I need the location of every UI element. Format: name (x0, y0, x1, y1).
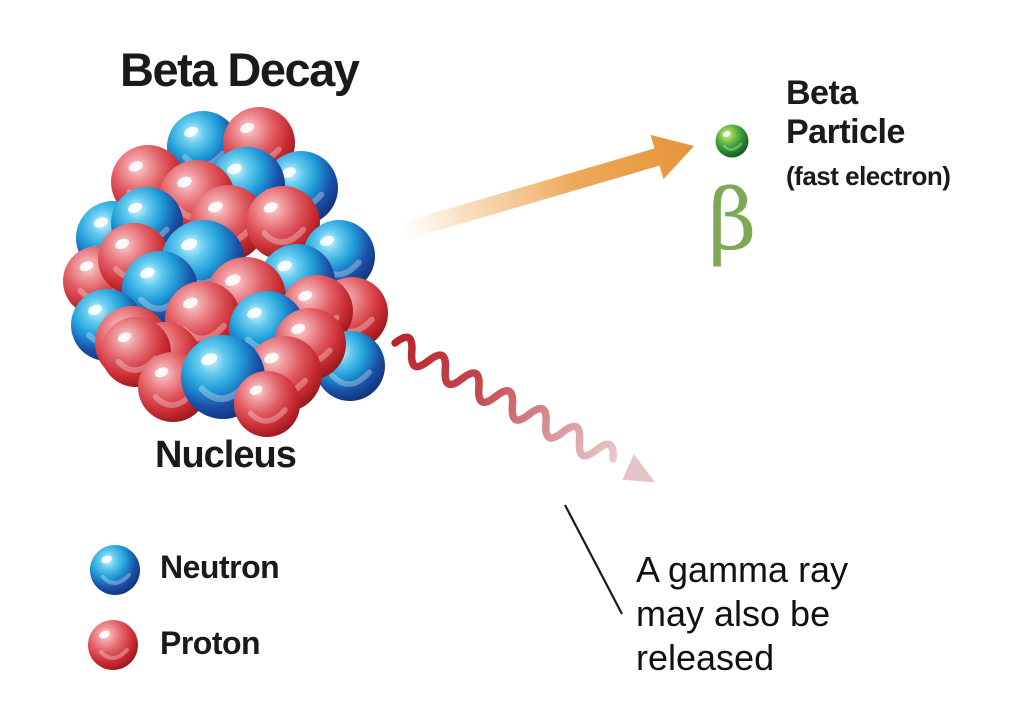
sphere-highlight (277, 260, 292, 272)
sphere-highlight (263, 202, 278, 213)
sphere-highlight (291, 323, 306, 335)
sphere-highlight (184, 126, 199, 138)
gamma-note-pointer-line (564, 504, 623, 615)
sphere-highlight (201, 353, 218, 366)
beta-symbol: β (708, 171, 757, 269)
sphere-reflection (261, 226, 307, 246)
legend-label-proton: Proton (160, 625, 261, 661)
sphere-highlight (298, 290, 313, 302)
sphere-reflection (247, 407, 288, 424)
gamma-ray-note-line2: may also be (636, 593, 831, 634)
sphere-highlight (115, 238, 130, 250)
beta-particle-sphere (715, 124, 749, 158)
proton-sphere (234, 371, 300, 437)
gamma-ray-note-line3: released (636, 637, 775, 678)
sphere-highlight (154, 367, 169, 378)
sphere-highlight (183, 297, 198, 309)
gamma-ray-note-line1: A gamma ray (636, 549, 849, 590)
beta-particle-label-line1: Beta (786, 74, 858, 112)
legend-neutron-swatch (90, 545, 140, 595)
sphere-highlight (128, 202, 143, 214)
legend-label-neutron: Neutron (160, 549, 280, 585)
beta-particle-label: Beta Particle (fast electron) (786, 74, 951, 196)
sphere-highlight (128, 161, 143, 172)
gamma-ray-wave (391, 333, 656, 483)
sphere-highlight (88, 304, 103, 316)
sphere-highlight (79, 261, 94, 272)
gamma-ray-arrowhead (622, 454, 656, 483)
sphere-highlight (227, 163, 242, 175)
sphere-highlight (247, 307, 262, 319)
sphere-highlight (240, 122, 255, 134)
sphere-highlight (140, 267, 155, 279)
sphere-highlight (208, 201, 223, 213)
sphere-highlight (320, 235, 335, 247)
sphere-highlight (181, 238, 198, 251)
diagram-title: Beta Decay (120, 43, 360, 96)
nucleus-cluster (63, 107, 388, 437)
beta-particle-label-line2: Particle (786, 113, 905, 151)
proton-sphere (246, 186, 320, 260)
sphere-highlight (264, 352, 279, 364)
legend-proton-swatch (88, 620, 138, 670)
sphere-highlight (177, 176, 192, 188)
sphere-reflection (329, 369, 373, 387)
sphere-highlight (249, 385, 263, 395)
beta-emission-arrow (398, 134, 694, 241)
sphere-highlight (225, 274, 241, 286)
beta-particle-subtitle: (fast electron) (786, 161, 951, 191)
sphere-highlight (117, 332, 132, 343)
sphere-highlight (281, 167, 296, 178)
nucleus-label: Nucleus (155, 434, 297, 476)
gamma-ray-note: A gamma ray may also be released (636, 548, 848, 680)
sphere-highlight (93, 217, 108, 228)
